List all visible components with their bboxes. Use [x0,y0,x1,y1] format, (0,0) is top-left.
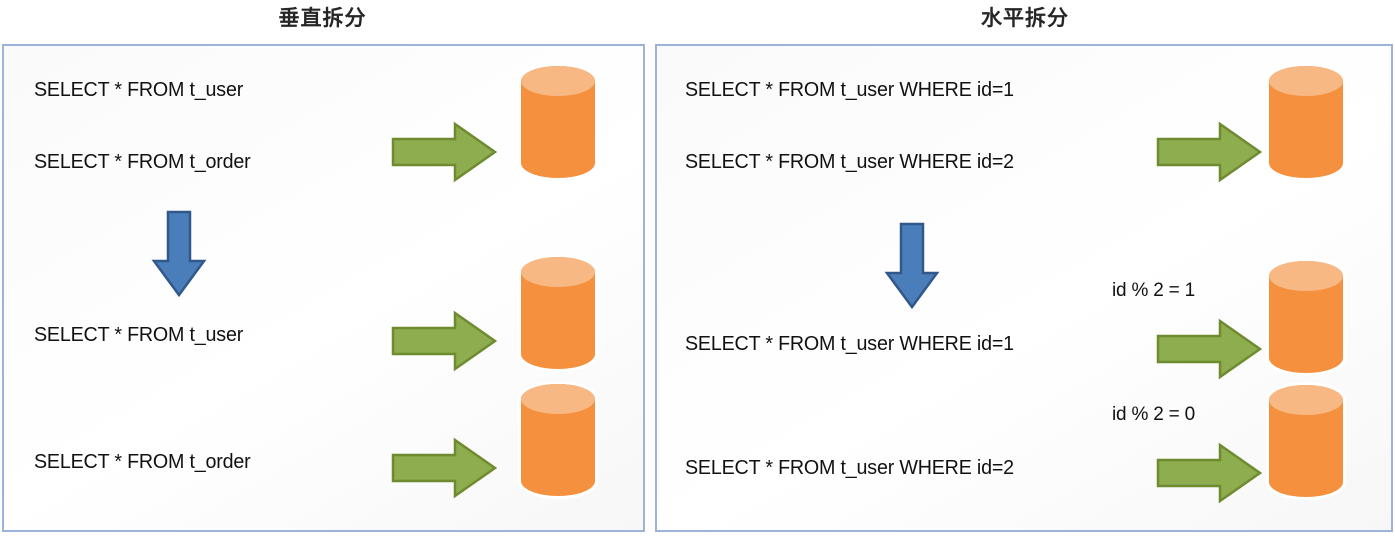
sql-statement-after-1: SELECT * FROM t_user WHERE id=1 [685,332,1014,355]
green-right-arrow-icon [1154,121,1264,183]
panel-title-vertical-split: 垂直拆分 [278,7,367,30]
database-cylinder-icon [1260,253,1352,381]
shard-route-label-2: id % 2 = 0 [1112,404,1196,425]
database-cylinder-icon [1260,58,1352,186]
blue-down-arrow-icon [883,221,941,311]
sql-statement-before-2: SELECT * FROM t_order [34,150,251,173]
panel-title-horizontal-split: 水平拆分 [981,7,1069,30]
sql-statement-after-2: SELECT * FROM t_order [34,450,251,473]
green-right-arrow-icon [389,437,499,499]
database-cylinder-icon [512,249,604,377]
green-right-arrow-icon [389,121,499,183]
database-cylinder-icon [512,58,604,186]
blue-down-arrow-icon [150,209,208,299]
green-right-arrow-icon [389,310,499,372]
sql-statement-before-2: SELECT * FROM t_user WHERE id=2 [685,150,1014,173]
sql-statement-before-1: SELECT * FROM t_user WHERE id=1 [685,78,1014,101]
panel-vertical-split: SELECT * FROM t_user SELECT * FROM t_ord… [2,44,645,532]
shard-route-label-1: id % 2 = 1 [1112,280,1196,301]
panel-horizontal-split: SELECT * FROM t_user WHERE id=1 SELECT *… [655,44,1393,532]
sql-statement-before-1: SELECT * FROM t_user [34,78,244,101]
sql-statement-after-1: SELECT * FROM t_user [34,323,244,346]
sql-statement-after-2: SELECT * FROM t_user WHERE id=2 [685,456,1014,479]
database-cylinder-icon [512,376,604,504]
green-right-arrow-icon [1154,442,1264,504]
database-cylinder-icon [1260,377,1352,505]
green-right-arrow-icon [1154,318,1264,380]
